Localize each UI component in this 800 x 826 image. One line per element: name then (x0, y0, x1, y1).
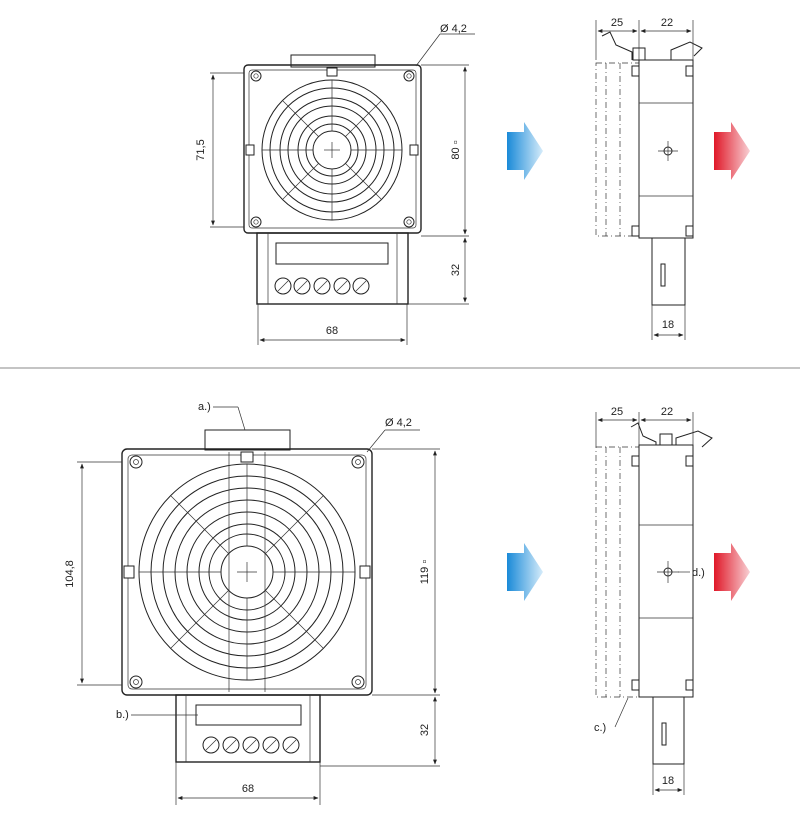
top-terminal-block (256, 232, 409, 305)
top-front-view: Ø 4,2 71,5 80 ▫ 32 68 (195, 23, 475, 345)
bottom-fan-grille (123, 451, 371, 692)
bottom-front-view: a.) b.) Ø 4,2 104,8 119 ▫ 32 68 (64, 401, 440, 805)
bottom-hole-label: Ø 4,2 (385, 417, 412, 429)
bottom-height-label: 104,8 (64, 560, 76, 588)
bottom-terminal-height-label: 32 (419, 724, 431, 736)
top-airflow-arrows (507, 122, 750, 180)
top-side-depth-right: 22 (661, 17, 673, 29)
bottom-terminal-block (175, 694, 321, 763)
top-fan-grille (245, 67, 419, 221)
warm-air-arrow-top (714, 122, 750, 180)
bottom-size-label: 119 ▫ (419, 560, 431, 585)
bottom-airflow-arrows (507, 543, 750, 601)
bottom-side-depth-left: 25 (611, 406, 623, 418)
bottom-dimensions (77, 406, 440, 805)
warm-air-arrow-bottom (714, 543, 750, 601)
bottom-width-label: 68 (242, 783, 254, 795)
bottom-callout-d: d.) (692, 567, 705, 579)
bottom-mounting-holes (129, 455, 365, 689)
bottom-side-depth-right: 22 (661, 406, 673, 418)
top-side-bottom-width: 18 (662, 319, 674, 331)
cool-air-arrow-top (507, 122, 543, 180)
top-side-depth-left: 25 (611, 17, 623, 29)
top-width-label: 68 (326, 325, 338, 337)
bottom-side-bottom-width: 18 (662, 775, 674, 787)
top-hole-label: Ø 4,2 (440, 23, 467, 35)
cool-air-arrow-bottom (507, 543, 543, 601)
bottom-callout-b: b.) (116, 709, 129, 721)
top-dimensions (210, 33, 475, 345)
bottom-callout-c: c.) (594, 722, 606, 734)
top-height-label: 71,5 (195, 139, 207, 160)
bottom-callout-a: a.) (198, 401, 211, 413)
top-size-label: 80 ▫ (450, 140, 462, 159)
top-terminal-height-label: 32 (450, 264, 462, 276)
top-mounting-holes (250, 70, 415, 228)
top-side-view: 25 22 18 (595, 17, 703, 340)
bottom-side-view: 25 22 18 c.) d.) (594, 406, 713, 795)
